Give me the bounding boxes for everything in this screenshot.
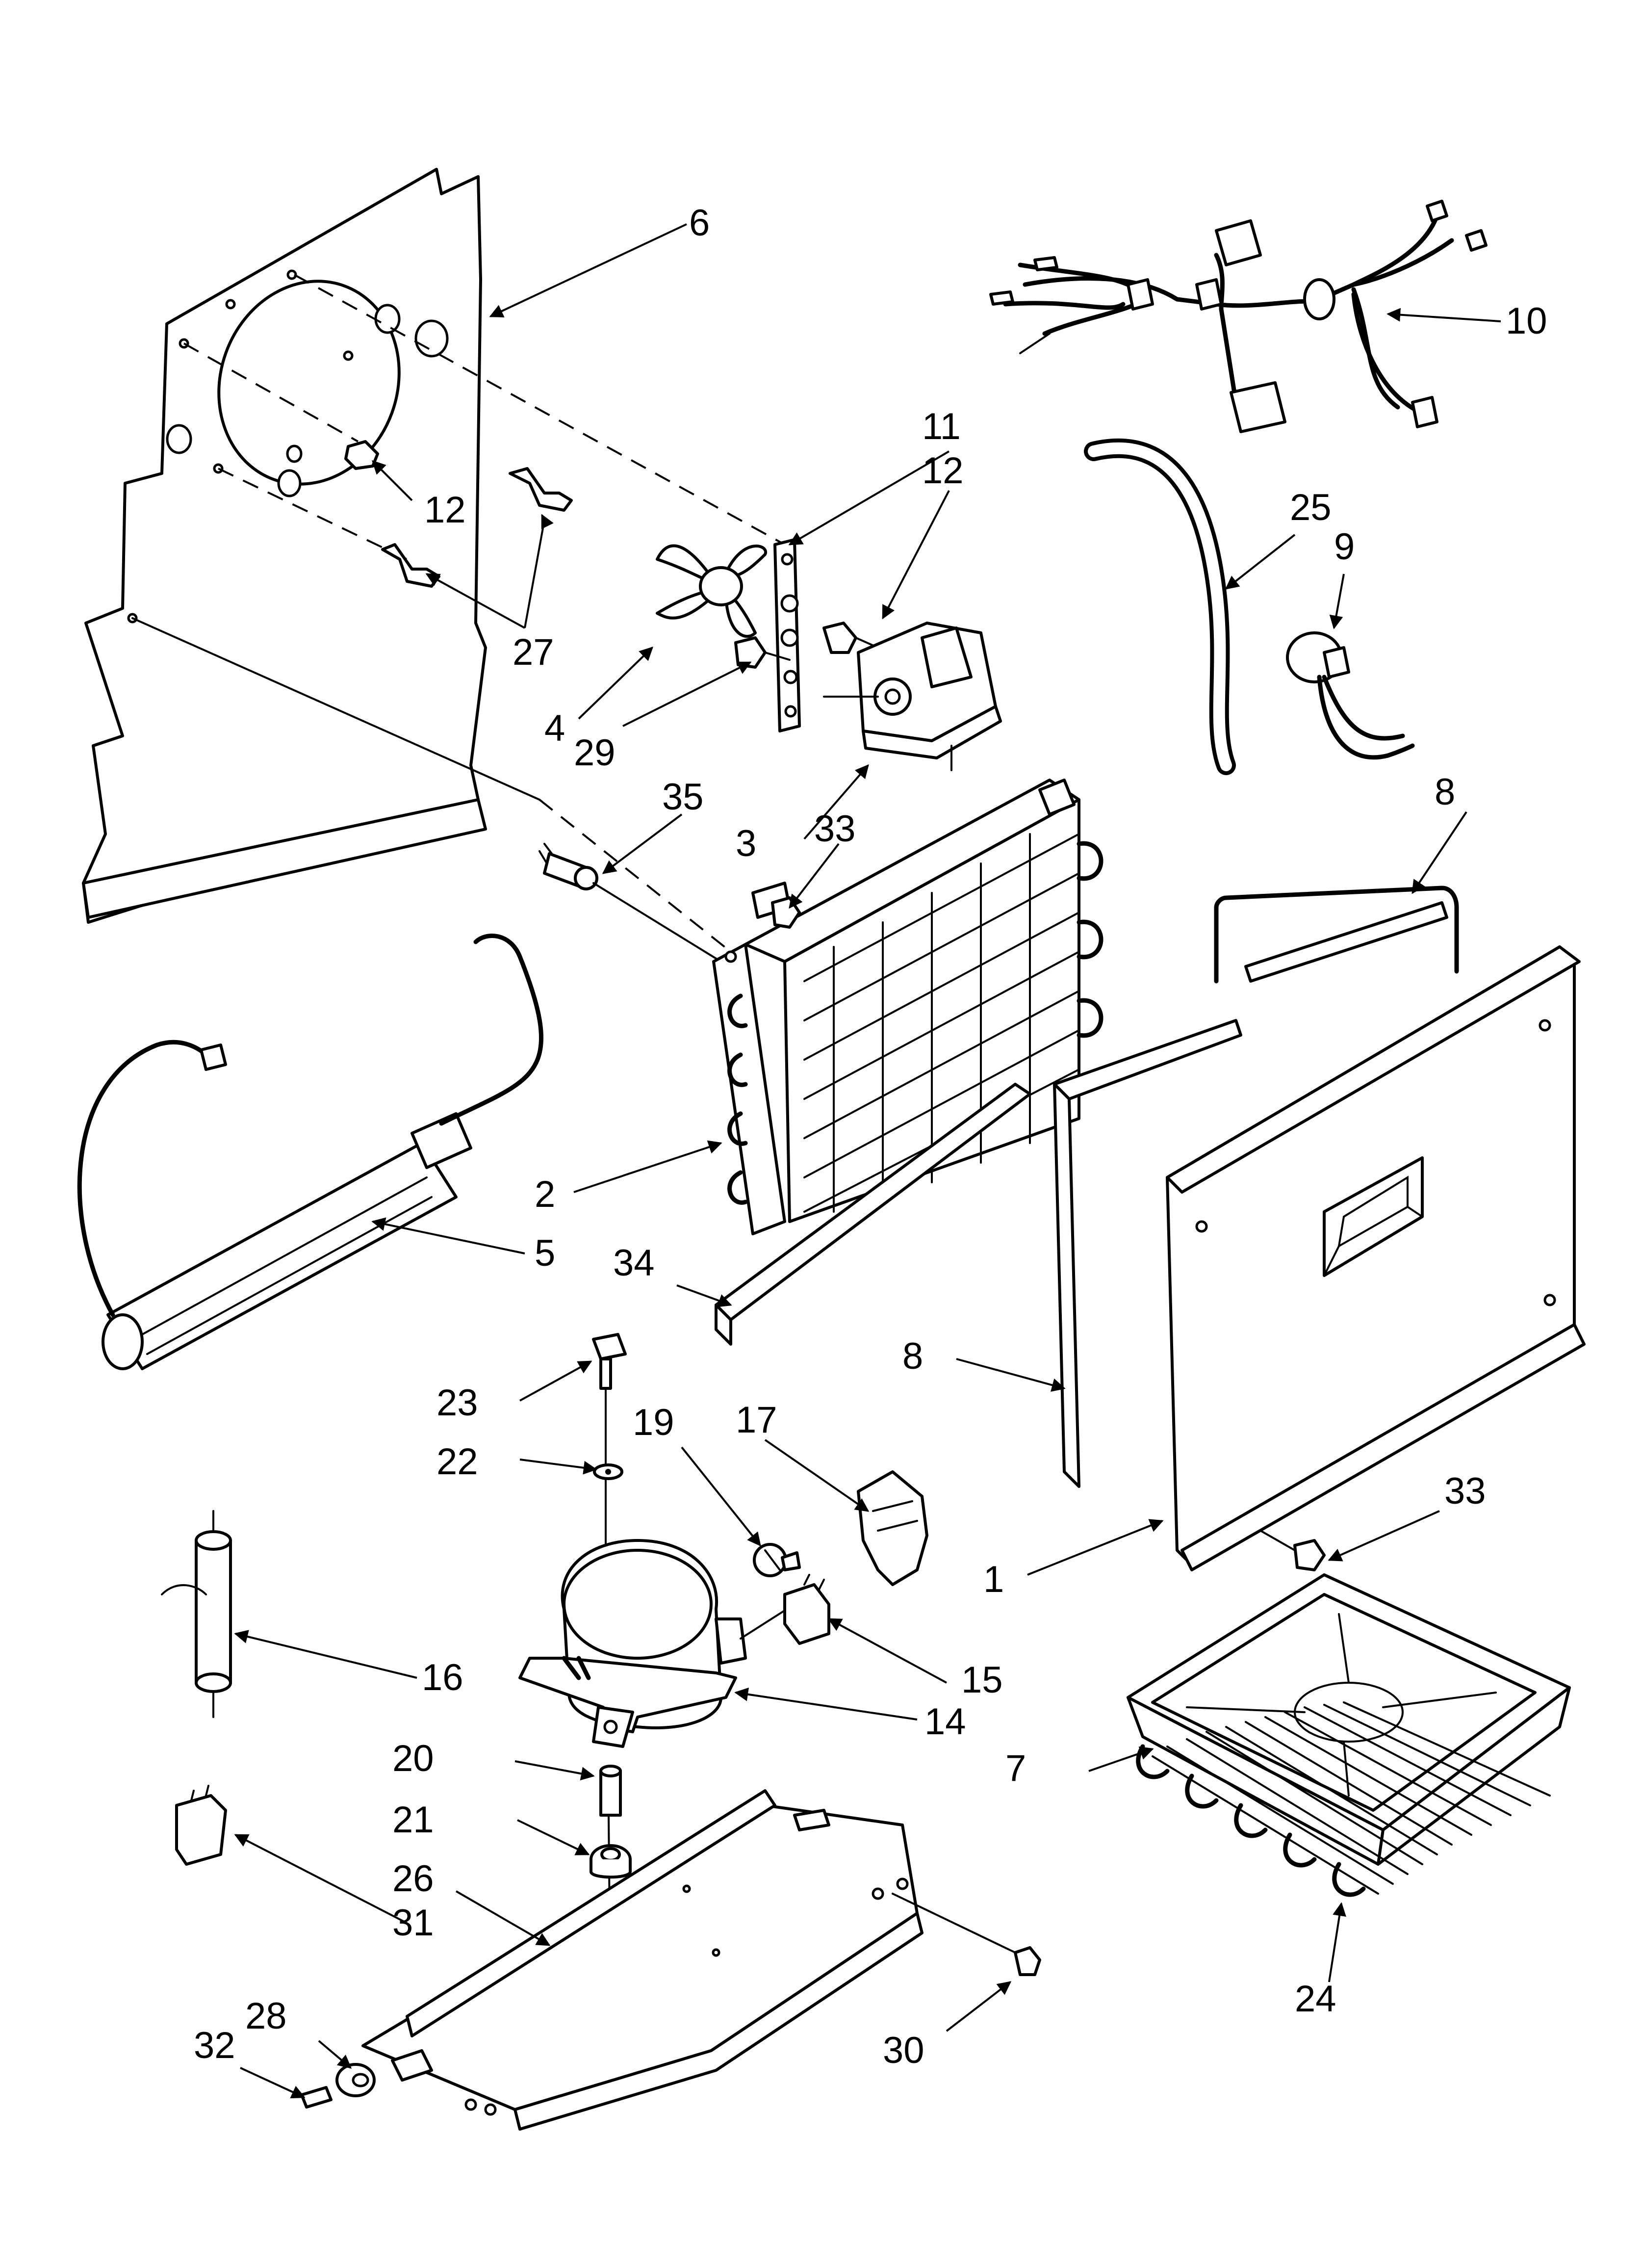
callout-6: 6 bbox=[689, 202, 710, 244]
relay-cover-part-17 bbox=[857, 1470, 928, 1586]
cover-part-1 bbox=[1166, 945, 1586, 1571]
callout-17: 17 bbox=[736, 1399, 777, 1441]
callout-5: 5 bbox=[535, 1232, 555, 1274]
drain-pan-heater-part-24 bbox=[1136, 1701, 1551, 1897]
leader-arrows bbox=[234, 223, 1501, 2099]
base-plate-part-26 bbox=[361, 1789, 924, 2131]
callout-11: 11 bbox=[922, 406, 961, 447]
callout-1: 1 bbox=[983, 1559, 1004, 1600]
callout-34: 34 bbox=[613, 1242, 655, 1284]
defrost-heater-part-5 bbox=[77, 934, 544, 1370]
callout-29: 29 bbox=[574, 732, 616, 774]
sensor-part-35 bbox=[539, 843, 722, 963]
callout-7: 7 bbox=[1005, 1747, 1026, 1789]
callout-20: 20 bbox=[392, 1738, 434, 1779]
callout-23: 23 bbox=[436, 1382, 478, 1424]
callout-35: 35 bbox=[662, 776, 704, 818]
callout-labels: 6 10 11 12 12 25 9 27 4 29 35 3 33 8 2 5… bbox=[194, 202, 1547, 2071]
wire-harness-part-10 bbox=[989, 200, 1488, 433]
capacitor-part-31 bbox=[175, 1785, 227, 1866]
callout-19: 19 bbox=[633, 1402, 674, 1443]
fan-motor-part-3 bbox=[823, 622, 1002, 771]
trough-part-34 bbox=[715, 1083, 1031, 1346]
callout-32: 32 bbox=[194, 2025, 235, 2066]
screw-part-12 bbox=[344, 440, 879, 654]
drain-tube-part-25 bbox=[1084, 438, 1236, 775]
grommet-part-21 bbox=[590, 1844, 632, 1879]
callout-16: 16 bbox=[422, 1657, 463, 1698]
callout-2: 2 bbox=[535, 1173, 555, 1215]
side-strip-part-8 bbox=[1053, 1019, 1242, 1488]
callout-22: 22 bbox=[436, 1441, 478, 1483]
pin-part-32 bbox=[300, 2086, 333, 2109]
relay-part-15 bbox=[783, 1574, 830, 1645]
rear-panel-part-6 bbox=[82, 168, 487, 924]
frame-rail-part-8 bbox=[1214, 886, 1459, 984]
callout-31: 31 bbox=[392, 1902, 434, 1944]
sensor-part-9 bbox=[1286, 631, 1415, 760]
bracket-part-11 bbox=[773, 538, 801, 732]
callout-3: 3 bbox=[736, 823, 756, 864]
callout-24: 24 bbox=[1295, 1978, 1336, 2020]
callout-33-top: 33 bbox=[814, 808, 856, 850]
drier-part-16 bbox=[161, 1510, 232, 1718]
callout-12-right: 12 bbox=[922, 450, 964, 492]
callout-25: 25 bbox=[1290, 487, 1332, 528]
screw-part-29 bbox=[734, 636, 791, 669]
callout-14: 14 bbox=[924, 1701, 966, 1743]
compressor-part-14 bbox=[518, 1539, 795, 1748]
grommet-part-28 bbox=[335, 2063, 376, 2097]
callout-30: 30 bbox=[883, 2030, 924, 2071]
callout-21: 21 bbox=[392, 1799, 434, 1841]
evaporator-part-2 bbox=[712, 779, 1103, 1235]
callout-15: 15 bbox=[961, 1659, 1003, 1701]
callout-28: 28 bbox=[245, 1995, 287, 2037]
screw-part-30 bbox=[892, 1893, 1041, 1976]
callout-8-top: 8 bbox=[1435, 771, 1455, 813]
callout-27: 27 bbox=[513, 631, 554, 673]
overload-part-19 bbox=[753, 1543, 801, 1577]
callout-12-left: 12 bbox=[424, 489, 466, 531]
spacer-part-20 bbox=[599, 1765, 622, 1817]
callout-8-side: 8 bbox=[902, 1335, 923, 1377]
callout-10: 10 bbox=[1506, 300, 1547, 342]
drain-pan-part-7 bbox=[1127, 1573, 1571, 1866]
callout-4: 4 bbox=[544, 707, 565, 749]
callout-33-bottom: 33 bbox=[1444, 1470, 1486, 1512]
fan-blade-part-4 bbox=[656, 544, 768, 638]
callout-26: 26 bbox=[392, 1858, 434, 1900]
callout-9: 9 bbox=[1334, 526, 1355, 568]
